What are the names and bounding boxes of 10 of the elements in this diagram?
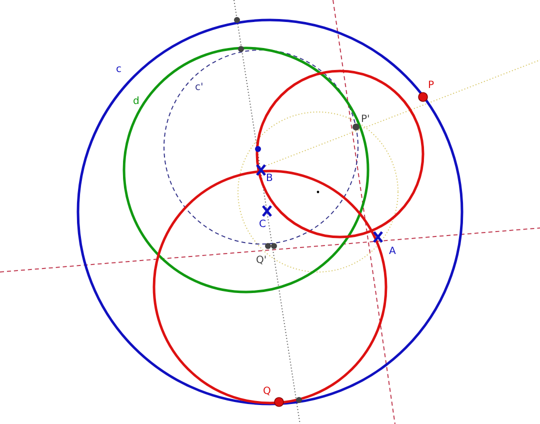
point-label: c'	[195, 82, 204, 93]
point-label: P'	[361, 114, 370, 125]
point-label: C	[259, 219, 266, 230]
point-label: P	[428, 80, 434, 91]
point-label: Q'	[256, 255, 267, 266]
point-label: Q	[263, 386, 271, 397]
point-label: B	[266, 173, 273, 184]
point-label: d	[133, 96, 140, 107]
point-label: c	[116, 64, 122, 75]
point-label: A	[389, 246, 396, 257]
